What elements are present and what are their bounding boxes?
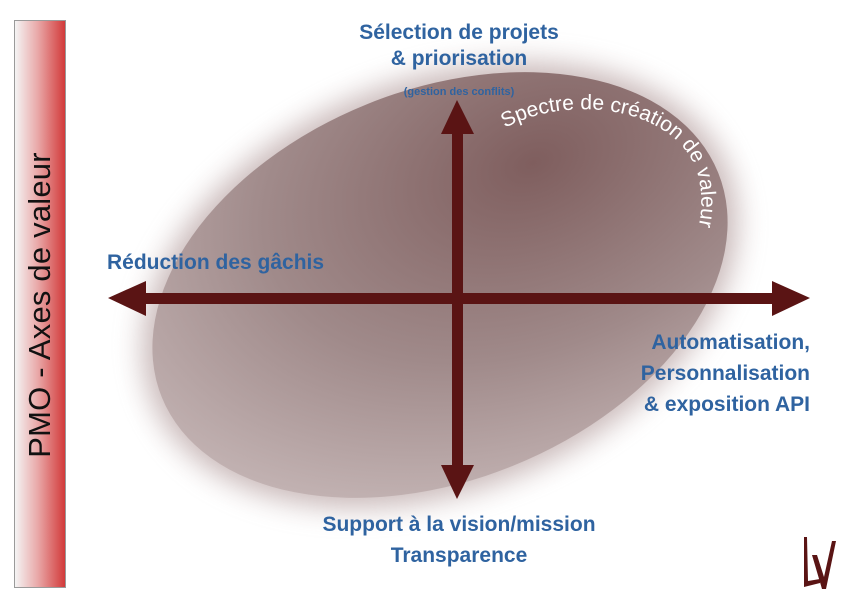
- value-spectrum-ellipse: [142, 62, 738, 508]
- lv-monogram-logo-icon: [804, 537, 836, 589]
- axis-label-top-line2: & priorisation: [390, 47, 528, 70]
- axis-label-top-subtitle: (gestion des conflits): [403, 86, 515, 98]
- axis-label-top-line1: Sélection de projets: [359, 21, 559, 44]
- axis-label-bottom-line1: Support à la vision/mission: [322, 513, 596, 536]
- arrow-left-icon: [108, 281, 146, 316]
- axis-label-top: Sélection de projets & priorisation: [345, 20, 573, 72]
- axis-label-right: Automatisation, Personnalisation & expos…: [600, 327, 810, 420]
- axis-label-left: Réduction des gâchis: [107, 251, 325, 274]
- title-band: [14, 20, 66, 588]
- axis-label-bottom: Support à la vision/mission Transparence: [300, 509, 618, 571]
- arrow-up-icon: [441, 100, 474, 134]
- axis-arrows: [108, 100, 810, 499]
- axis-label-right-line2: Personnalisation: [640, 362, 810, 385]
- horizontal-axis: [142, 293, 780, 304]
- axis-label-bottom-line2: Transparence: [390, 544, 528, 567]
- axis-label-right-line3: & exposition API: [643, 393, 810, 416]
- arrow-down-icon: [441, 465, 474, 499]
- arrow-right-icon: [772, 281, 810, 316]
- axis-label-right-line1: Automatisation,: [651, 331, 810, 354]
